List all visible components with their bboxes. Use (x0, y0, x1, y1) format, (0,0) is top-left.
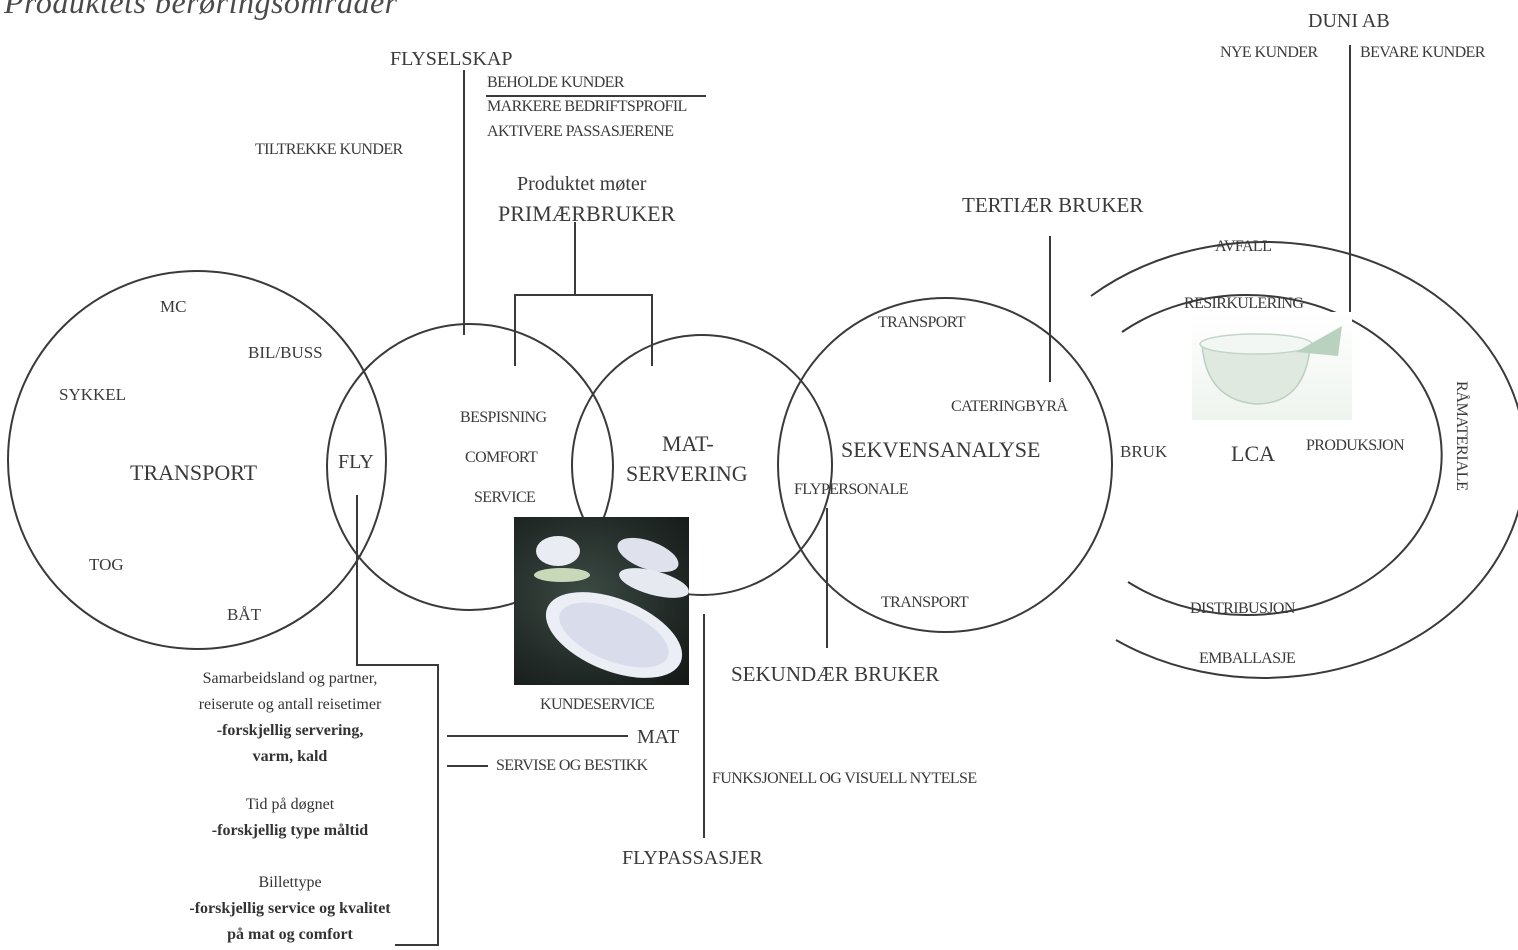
duni-label: DUNI AB (1308, 10, 1390, 32)
attract-customers-label: TILTREKKE KUNDER (255, 141, 403, 158)
cup-photo (1192, 312, 1352, 420)
primary-user-label: PRIMÆRBRUKER (498, 201, 676, 226)
cutlery-label: SERVISE OG BESTIKK (496, 757, 648, 774)
secondary-user-label: SEKUNDÆR BRUKER (731, 662, 940, 686)
page-title: Produktets berøringsområder (4, 0, 398, 20)
service-item: COMFORT (465, 449, 538, 466)
transport-circle (7, 270, 387, 650)
lca-inner-arc (1121, 294, 1443, 617)
lca-raw-material-label: RÅMATERIALE (1453, 381, 1470, 491)
note-line-bold: varm, kald (252, 748, 328, 765)
airline-label: FLYSELSKAP (390, 48, 513, 70)
service-item: SERVICE (474, 489, 536, 506)
note-ticket-type: Billettype -forskjellig service og kvali… (150, 870, 430, 948)
sequence-transport-bottom: TRANSPORT (881, 594, 969, 611)
transport-mode: MC (160, 297, 187, 316)
note-line-bold: -forskjellig type måltid (211, 822, 369, 839)
benefit-label: FUNKSJONELL OG VISUELL NYTELSE (712, 770, 977, 787)
tableware-photo (514, 517, 689, 685)
lca-outer-arc (1090, 240, 1518, 679)
food-label: MAT (637, 726, 680, 748)
lca-use-label: BRUK (1120, 442, 1168, 461)
note-line-bold: -forskjellig service og kvalitet (189, 900, 391, 917)
note-line: Tid på døgnet (245, 796, 335, 813)
notes-bracket (356, 495, 439, 946)
transport-mode: SYKKEL (59, 385, 127, 404)
service-item: BESPISNING (460, 409, 547, 426)
passenger-label: FLYPASSASJER (622, 847, 763, 869)
catering-label: CATERINGBYRÅ (951, 398, 1068, 415)
note-line: Samarbeidsland og partner, (202, 670, 378, 687)
service-circle (326, 323, 614, 611)
lca-recycling-label: RESIRKULERING (1184, 295, 1304, 312)
note-line-bold: -forskjellig servering, (216, 722, 364, 739)
primary-bracket (514, 222, 653, 366)
transport-center-label: TRANSPORT (130, 460, 258, 485)
transport-mode: BIL/BUSS (248, 343, 323, 362)
fly-label: FLY (338, 451, 374, 473)
sequence-circle (777, 297, 1113, 633)
transport-mode: TOG (89, 555, 124, 574)
sequence-analysis-label: SEKVENSANALYSE (841, 437, 1041, 462)
keep-customers-label: BEVARE KUNDER (1360, 44, 1485, 61)
airline-goal: MARKERE BEDRIFTSPROFIL (487, 98, 687, 115)
tertiary-user-label: TERTIÆR BRUKER (962, 193, 1144, 217)
lca-distribution-label: DISTRIBUSJON (1190, 600, 1295, 617)
note-line: reiserute og antall reisetimer (198, 696, 382, 713)
lca-packaging-label: EMBALLASJE (1199, 650, 1296, 667)
primary-user-intro: Produktet møter (517, 173, 647, 195)
transport-mode: BÅT (227, 605, 261, 624)
note-line-bold: på mat og comfort (227, 926, 353, 943)
lca-waste-label: AVFALL (1215, 238, 1272, 255)
airline-goal: AKTIVERE PASSASJERENE (487, 123, 674, 140)
note-time-of-day: Tid på døgnet -forskjellig type måltid (150, 792, 430, 844)
lca-production-label: PRODUKSJON (1306, 437, 1405, 454)
food-service-label: SERVERING (626, 461, 748, 486)
note-line: Billettype (258, 874, 322, 891)
airline-goal: BEHOLDE KUNDER (487, 74, 625, 91)
lca-center-label: LCA (1231, 441, 1275, 466)
customer-service-label: KUNDESERVICE (540, 696, 655, 713)
food-service-label: MAT- (662, 431, 714, 456)
new-customers-label: NYE KUNDER (1220, 44, 1318, 61)
note-partner: Samarbeidsland og partner, reiserute og … (150, 666, 430, 770)
crew-label: FLYPERSONALE (794, 481, 908, 498)
sequence-transport-top: TRANSPORT (878, 314, 966, 331)
food-circle (571, 334, 833, 596)
